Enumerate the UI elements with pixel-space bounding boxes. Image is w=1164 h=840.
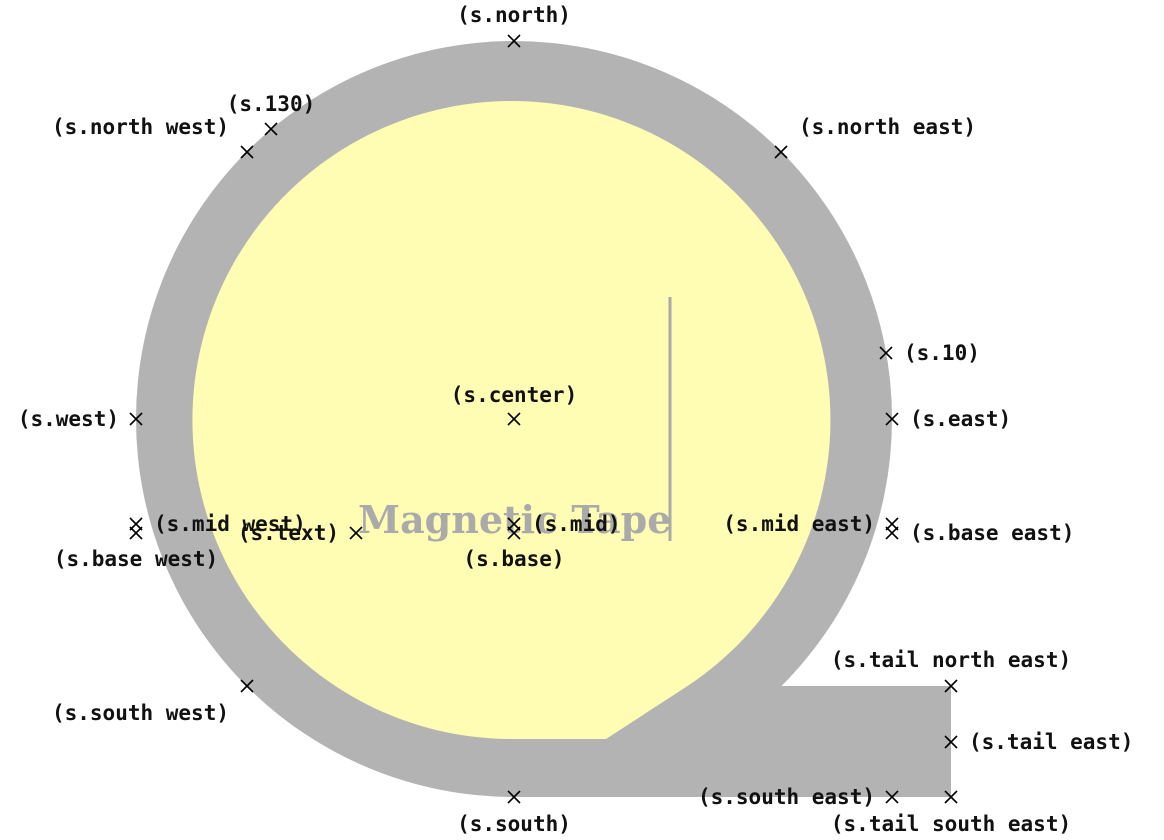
label-tail-south-east: (s.tail south east): [831, 812, 1071, 836]
anchor-crosses: [129, 34, 958, 804]
cross-north-east-icon: [774, 145, 788, 159]
label-north-west: (s.north west): [52, 115, 229, 139]
cross-south-east-icon: [885, 790, 899, 804]
cross-center-icon: [507, 412, 521, 426]
cross-north-icon: [507, 34, 521, 48]
shape-text: Magnetic Tape: [358, 497, 671, 542]
cross-tail-south-east-icon: [944, 790, 958, 804]
label-base: (s.base): [463, 547, 564, 571]
tape-inner-reel: [192, 101, 831, 740]
label-base-east: (s.base east): [910, 521, 1074, 545]
label-east: (s.east): [910, 407, 1011, 431]
label-south: (s.south): [457, 812, 571, 836]
cross-south-icon: [507, 790, 521, 804]
cross-east-icon: [885, 412, 899, 426]
label-center: (s.center): [451, 383, 577, 407]
cross-south-west-icon: [240, 679, 254, 693]
cross-text-icon: [349, 526, 363, 540]
cross-base-icon: [507, 526, 521, 540]
cross-tail-east-icon: [944, 735, 958, 749]
label-mid-west: (s.mid west): [154, 512, 306, 536]
label-north-east: (s.north east): [799, 115, 976, 139]
label-text: (s.text): [238, 521, 339, 545]
cross-tail-north-east-icon: [944, 679, 958, 693]
cross-130-icon: [264, 122, 278, 136]
anchor-labels: (s.north) (s.130) (s.north west) (s.nort…: [18, 3, 1134, 836]
label-130: (s.130): [227, 92, 316, 116]
label-mid-east: (s.mid east): [723, 512, 875, 536]
cross-base-east-icon: [885, 526, 899, 540]
cross-10-icon: [879, 346, 893, 360]
label-10: (s.10): [904, 341, 980, 365]
label-south-east: (s.south east): [698, 785, 875, 809]
label-base-west: (s.base west): [54, 547, 218, 571]
label-west: (s.west): [18, 407, 119, 431]
cross-west-icon: [129, 412, 143, 426]
cross-base-west-icon: [129, 526, 143, 540]
label-south-west: (s.south west): [52, 701, 229, 725]
label-tail-east: (s.tail east): [969, 730, 1133, 754]
label-north: (s.north): [457, 3, 571, 27]
label-mid: (s.mid): [532, 512, 621, 536]
cross-north-west-icon: [240, 145, 254, 159]
label-tail-north-east: (s.tail north east): [831, 648, 1071, 672]
